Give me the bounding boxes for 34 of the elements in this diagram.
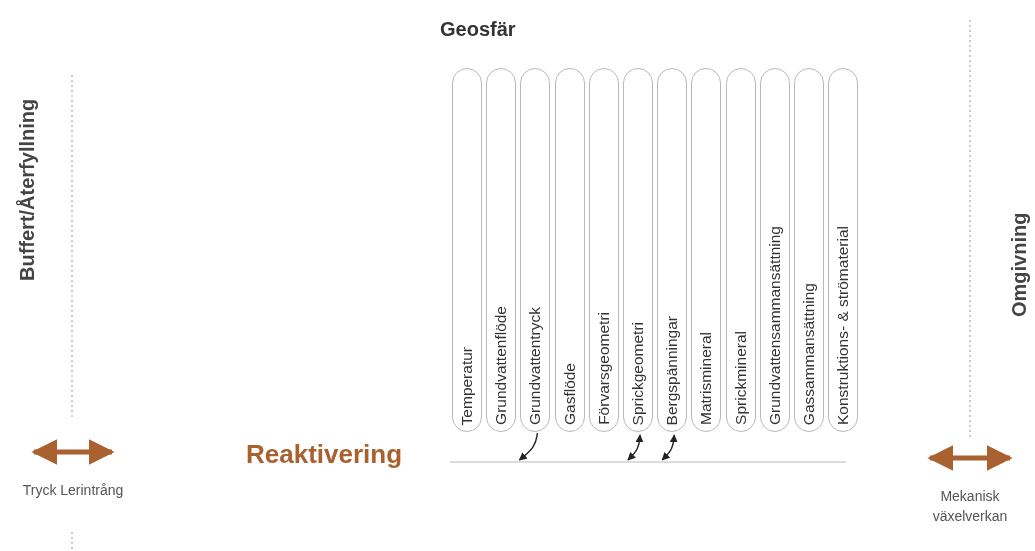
- parameter-pill: [691, 68, 722, 432]
- parameter-pill: [759, 68, 790, 432]
- parameter-label: Matrismineral: [698, 332, 715, 425]
- process-label: Reaktivering: [246, 438, 442, 470]
- parameter-label: Sprickgeometri: [630, 321, 646, 425]
- parameter-pill: [520, 68, 551, 432]
- parameter-pill: [657, 68, 688, 432]
- parameter-label: Konstruktions- & strömaterial: [835, 226, 851, 425]
- parameter-label: Gassammansättning: [801, 282, 817, 425]
- parameter-label: Grundvattentryck: [527, 306, 544, 425]
- parameter-label: Gasflöde: [561, 362, 578, 425]
- parameter-label: Grundvattensammansättning: [767, 225, 783, 425]
- interaction-label: Mekanisk växelverkan: [931, 487, 1009, 526]
- parameter-pill: [486, 68, 517, 432]
- arrow: [518, 432, 539, 461]
- parameter-label: Bergspänningar: [664, 315, 680, 425]
- parameter-pill: [588, 68, 619, 432]
- parameter-label: Grundvattenflöde: [493, 306, 509, 425]
- parameter-pill: [828, 68, 859, 432]
- parameter-pill: [554, 68, 585, 432]
- parameter-pill: [725, 68, 756, 432]
- side-heading: Omgivning: [1008, 211, 1031, 320]
- arrow: [627, 434, 644, 461]
- reaktivering-line: [450, 461, 846, 463]
- interaction-label: Tryck Lerintrång: [21, 481, 125, 500]
- title: Geosfär: [440, 18, 516, 41]
- arrow: [661, 434, 678, 461]
- parameter-label: Temperatur: [459, 346, 475, 425]
- side-heading: Buffert/Återfyllning: [16, 97, 39, 284]
- parameter-pill: [452, 68, 482, 432]
- parameter-pill: [794, 68, 824, 432]
- parameter-label: Sprickmineral: [732, 331, 749, 425]
- parameter-label: Förvarsgeometri: [596, 312, 612, 425]
- parameter-pill: [623, 68, 653, 432]
